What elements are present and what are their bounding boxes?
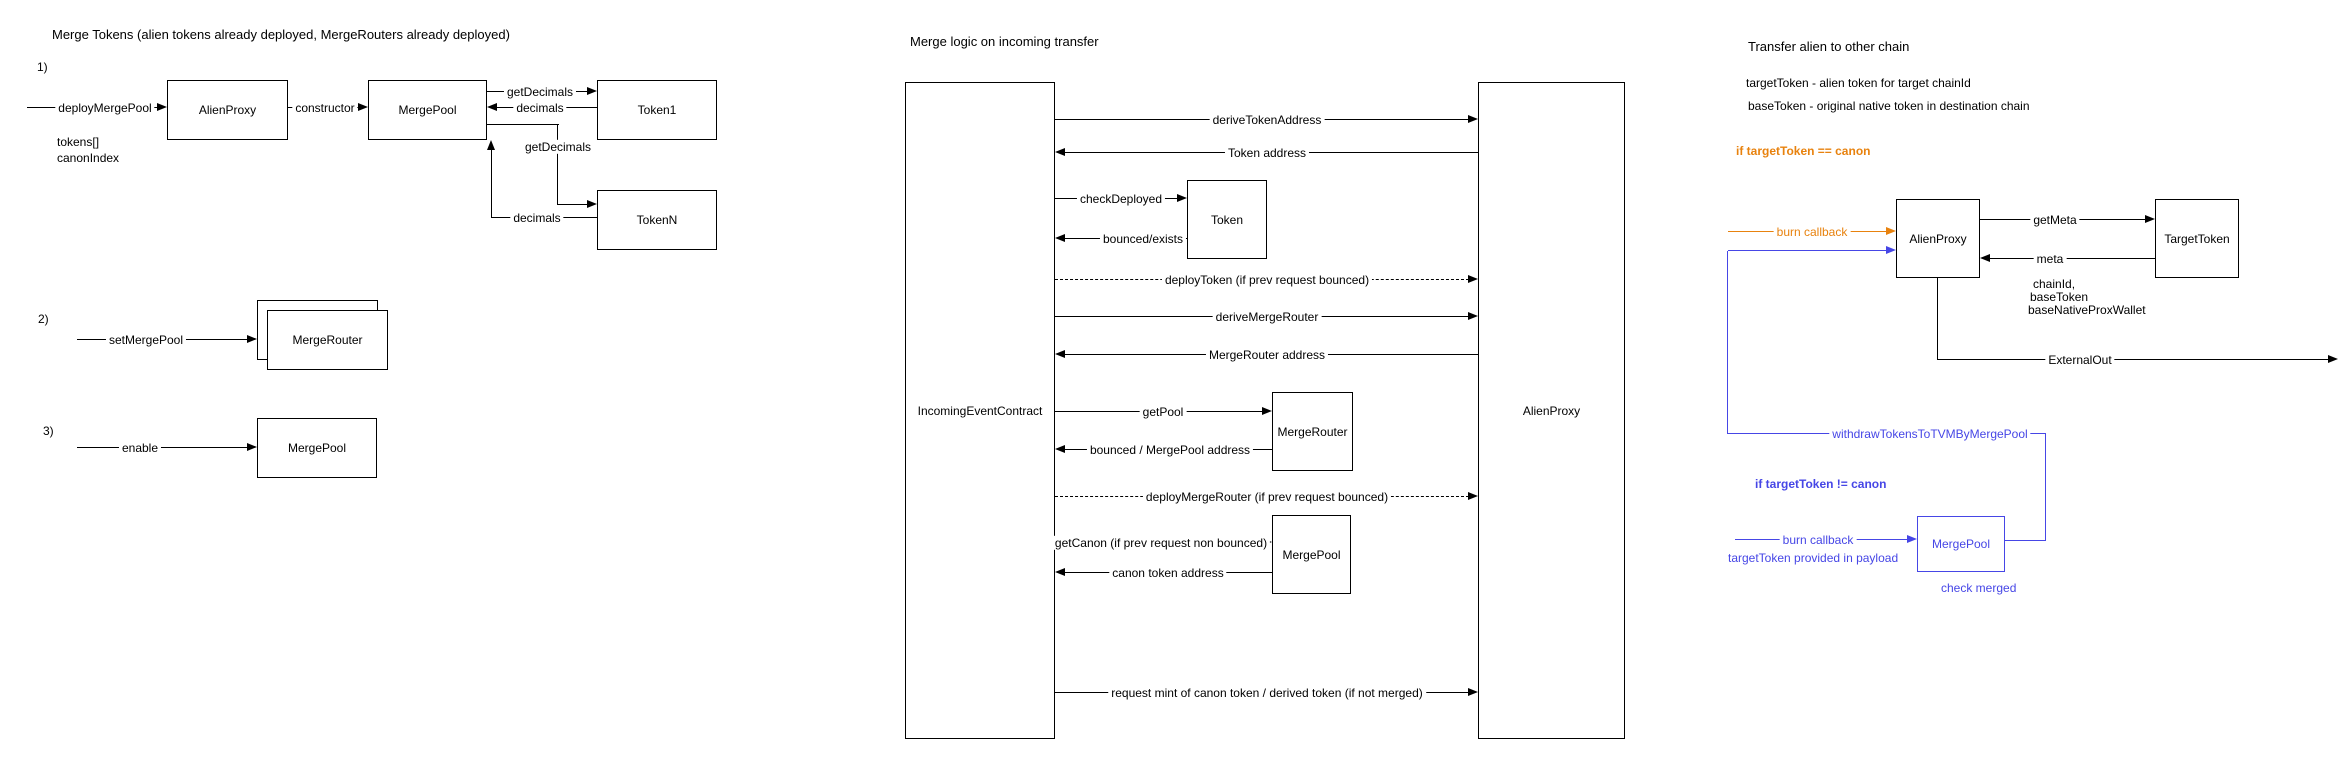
getmeta-label: getMeta: [2030, 212, 2080, 228]
setmergepool-arrowhead: [247, 335, 257, 343]
enable-arrowhead: [247, 443, 257, 451]
msg-canontokenaddress-arrowhead: [1055, 568, 1065, 576]
msg-getcanon-label: getCanon (if prev request non bounced): [1051, 535, 1271, 551]
if-not-canon-heading: if targetToken != canon: [1755, 477, 1887, 491]
withdraw-loop-right-line: [2045, 434, 2046, 541]
msg-getpool-arrowhead: [1262, 407, 1272, 415]
withdraw-loop-left-line: [1727, 251, 1728, 434]
decimalsn-arrowhead: [487, 140, 495, 150]
msg-mergerouteraddress-arrowhead: [1055, 350, 1065, 358]
externalout-label: ExternalOut: [2045, 352, 2115, 368]
burn-callback-orange-label: burn callback: [1773, 224, 1851, 240]
meta-arrowhead: [1980, 254, 1990, 262]
msg-mergerouteraddress-label: MergeRouter address: [1205, 347, 1329, 363]
msg-derivetokenaddress-label: deriveTokenAddress: [1209, 112, 1325, 128]
constructor-arrowhead: [358, 103, 368, 111]
withdraw-loop-arrowhead: [1886, 246, 1896, 254]
targettoken-definition: targetToken - alien token for target cha…: [1746, 76, 1971, 90]
token-box: Token: [1187, 180, 1267, 259]
msg-requestmint-arrowhead: [1468, 688, 1478, 696]
getmeta-arrowhead: [2145, 215, 2155, 223]
msg-requestmint-label: request mint of canon token / derived to…: [1108, 685, 1426, 701]
withdraw-loop-top-line: [1728, 250, 1887, 251]
msg-tokenaddress-label: Token address: [1224, 145, 1310, 161]
msg-deploytoken-arrowhead: [1468, 275, 1478, 283]
mergerouter-box: MergeRouter: [1272, 392, 1353, 471]
msg-bouncedmergepool-label: bounced / MergePool address: [1086, 442, 1254, 458]
enable-line: [77, 447, 248, 448]
alienproxy-actor-box: AlienProxy: [1478, 82, 1625, 739]
payload-basenativeproxwallet: baseNativeProxWallet: [2028, 303, 2146, 317]
withdraw-loop-bottom-line: [2005, 540, 2046, 541]
externalout-line-v: [1937, 278, 1938, 360]
msg-tokenaddress-arrowhead: [1055, 148, 1065, 156]
tokenn-box: TokenN: [597, 190, 717, 250]
msg-derivemergerouter-label: deriveMergeRouter: [1212, 309, 1322, 325]
msg-canontokenaddress-label: canon token address: [1109, 565, 1227, 581]
externalout-line-h: [1938, 359, 2329, 360]
step1-number: 1): [37, 60, 48, 74]
decimals1-label: decimals: [513, 100, 567, 116]
step3-number: 3): [43, 424, 54, 438]
msg-deploymergerouter-arrowhead: [1468, 492, 1478, 500]
withdraw-label: withdrawTokensToTVMByMergePool: [1829, 426, 2031, 442]
deploymergepool-label: deployMergePool: [55, 100, 155, 116]
meta-label: meta: [2033, 251, 2067, 267]
constructor-label: constructor: [292, 100, 358, 116]
getdecimalsn-line-h2: [558, 204, 588, 205]
burn-callback-orange-arrowhead: [1886, 227, 1896, 235]
incomingeventcontract-actor-box: IncomingEventContract: [905, 82, 1055, 739]
enable-label: enable: [118, 440, 162, 456]
setmergepool-label: setMergePool: [105, 332, 187, 348]
msg-bouncedexists-label: bounced/exists: [1099, 231, 1187, 247]
mergepool3-box: MergePool: [257, 418, 377, 478]
msg-deploytoken-label: deployToken (if prev request bounced): [1161, 272, 1373, 288]
getdecimalsn-arrowhead: [587, 200, 597, 208]
msg-derivetokenaddress-arrowhead: [1468, 115, 1478, 123]
getdecimalsn-label: getDecimals: [521, 139, 595, 155]
merge-tokens-title: Merge Tokens (alien tokens already deplo…: [52, 27, 510, 42]
alienproxy-right-box: AlienProxy: [1896, 199, 1980, 278]
externalout-arrowhead: [2328, 355, 2338, 363]
getdecimals1-arrowhead: [587, 87, 597, 95]
getdecimalsn-line-h1: [487, 124, 559, 125]
payload-note: targetToken provided in payload: [1728, 551, 1899, 565]
decimals1-arrowhead: [487, 103, 497, 111]
decimalsn-label: decimals: [510, 210, 564, 226]
getdecimals1-label: getDecimals: [503, 84, 577, 100]
msg-checkdeployed-label: checkDeployed: [1076, 191, 1166, 207]
decimalsn-line-v: [491, 149, 492, 218]
alienproxy-box: AlienProxy: [167, 80, 288, 140]
mergepool-seq-box: MergePool: [1272, 515, 1351, 594]
burn-callback-blue-label: burn callback: [1779, 532, 1857, 548]
payload-chainid: chainId,: [2033, 277, 2076, 291]
token1-box: Token1: [597, 80, 717, 140]
meta-line: [1990, 258, 2155, 259]
msg-derivemergerouter-arrowhead: [1468, 312, 1478, 320]
check-merged-note: check merged: [1941, 581, 2017, 595]
payload-basetoken: baseToken: [2030, 290, 2089, 304]
deploymergepool-arrowhead: [157, 103, 167, 111]
mergerouter-stack-front-box: MergeRouter: [267, 310, 388, 370]
basetoken-definition: baseToken - original native token in des…: [1748, 99, 2030, 113]
targettoken-box: TargetToken: [2155, 199, 2239, 278]
mergepool-box: MergePool: [368, 80, 487, 140]
transfer-alien-title: Transfer alien to other chain: [1748, 39, 1910, 54]
msg-getpool-label: getPool: [1139, 404, 1187, 420]
mergepool-blue-box: MergePool: [1917, 516, 2005, 572]
msg-checkdeployed-arrowhead: [1177, 194, 1187, 202]
getdecimalsn-line-v: [557, 124, 558, 205]
msg-bouncedexists-arrowhead: [1055, 234, 1065, 242]
msg-deploymergerouter-label: deployMergeRouter (if prev request bounc…: [1142, 489, 1392, 505]
param-canonindex: canonIndex: [57, 151, 120, 165]
msg-bouncedmergepool-arrowhead: [1055, 445, 1065, 453]
merge-logic-title: Merge logic on incoming transfer: [910, 34, 1099, 49]
if-canon-heading: if targetToken == canon: [1736, 144, 1871, 158]
step2-number: 2): [38, 312, 49, 326]
param-tokens: tokens[]: [57, 135, 100, 149]
burn-callback-blue-arrowhead: [1907, 535, 1917, 543]
